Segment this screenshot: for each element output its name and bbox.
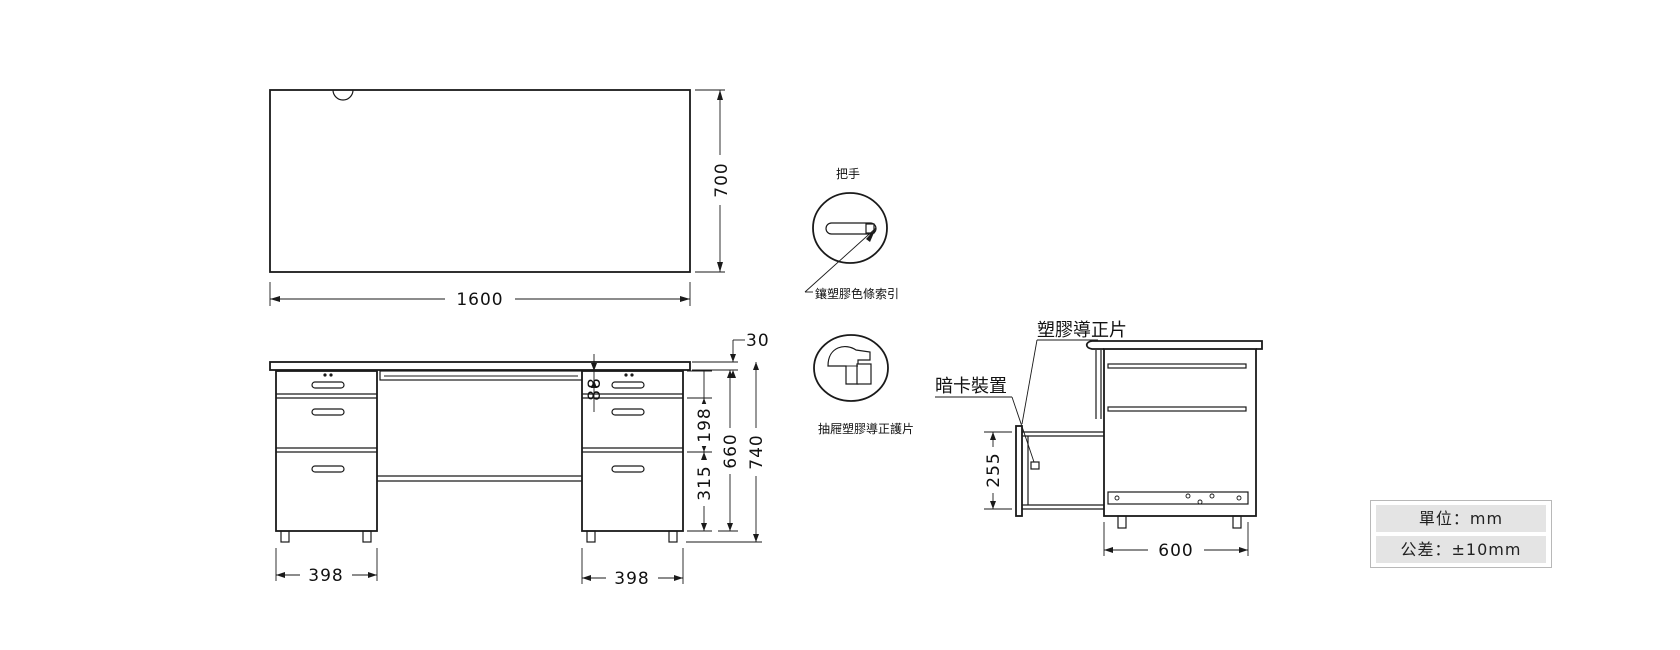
dim-top-30: 30	[746, 331, 770, 351]
dim-depth-700: 700	[712, 162, 732, 197]
right-pedestal	[581, 370, 684, 532]
guide-label: 塑膠導正片	[1037, 320, 1127, 341]
dim-left-398: 398	[308, 566, 343, 586]
cable-grommet	[332, 89, 354, 101]
unit-text: 單位：mm	[1376, 505, 1546, 532]
side-cabinet	[1103, 348, 1257, 517]
unit-legend: 單位：mm 公差：±10mm	[1370, 500, 1552, 568]
dim-right-398: 398	[614, 569, 649, 589]
desktop-outline	[269, 89, 691, 273]
dim-width-1600: 1600	[456, 290, 503, 310]
lock-label: 暗卡裝置	[935, 376, 1007, 397]
side-desktop	[1085, 340, 1263, 350]
handle-note: 鑲塑膠色條索引	[815, 286, 899, 301]
dim-keyboard-88: 88	[585, 377, 605, 401]
left-handle-1	[311, 381, 345, 389]
slide-guide-icon	[827, 346, 871, 385]
dim-total-740: 740	[747, 434, 767, 469]
left-lock-icon	[323, 373, 327, 377]
right-handle-1	[611, 381, 645, 389]
top-view: 1600 700	[269, 89, 732, 310]
handle-title: 把手	[836, 167, 860, 181]
dim-drawer-255: 255	[984, 452, 1004, 487]
right-lock-icon	[624, 373, 628, 377]
right-handle-2	[611, 408, 645, 416]
side-view: 塑膠導正片 暗卡裝置 255 600	[935, 320, 1263, 561]
handle-detail: 把手 鑲塑膠色條索引	[804, 167, 899, 301]
front-view: 88 30 198 315 660	[269, 331, 770, 589]
front-desktop	[269, 361, 691, 371]
dim-drawer-315: 315	[695, 465, 715, 500]
tolerance-text: 公差：±10mm	[1376, 536, 1546, 563]
left-handle-3	[311, 465, 345, 473]
dim-body-660: 660	[721, 433, 741, 468]
dim-depth-600: 600	[1158, 541, 1193, 561]
lock-device-icon	[1030, 461, 1040, 470]
right-handle-3	[611, 465, 645, 473]
dim-drawer-198: 198	[695, 407, 715, 442]
left-handle-2	[311, 408, 345, 416]
keyboard-tray	[379, 370, 583, 381]
left-pedestal	[275, 370, 378, 532]
slide-guide-detail: 抽屜塑膠導正護片	[813, 334, 914, 436]
drawer-front-panel	[1015, 425, 1023, 517]
slide-guide-note: 抽屜塑膠導正護片	[818, 421, 914, 436]
